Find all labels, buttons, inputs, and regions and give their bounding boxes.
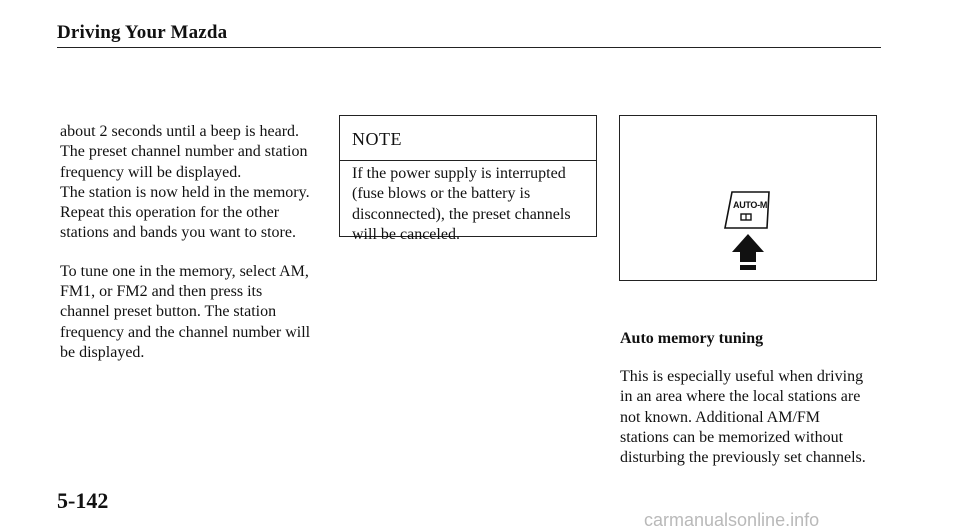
text-line: stations and bands you want to store. bbox=[60, 224, 296, 242]
text-line: in an area where the local stations are bbox=[620, 388, 861, 406]
text-line: To tune one in the memory, select AM, bbox=[60, 262, 309, 280]
left-paragraph-2: To tune one in the memory, select AM, FM… bbox=[60, 262, 330, 363]
header-rule bbox=[57, 47, 881, 48]
figure-caption: Auto memory tuning bbox=[620, 330, 764, 347]
left-paragraph-1: about 2 seconds until a beep is heard. T… bbox=[60, 122, 330, 244]
text-line: not known. Additional AM/FM bbox=[620, 408, 821, 426]
text-line: disturbing the previously set channels. bbox=[620, 449, 866, 467]
text-line: This is especially useful when driving bbox=[620, 368, 864, 385]
watermark: carmanualsonline.info bbox=[644, 510, 820, 530]
right-paragraph: This is especially useful when driving i… bbox=[620, 367, 890, 468]
text-line: will be canceled. bbox=[352, 225, 460, 243]
text-line: disconnected), the preset channels bbox=[352, 205, 571, 223]
note-title: NOTE bbox=[352, 129, 402, 149]
text-line: stations can be memorized without bbox=[620, 428, 844, 446]
page-header: Driving Your Mazda bbox=[57, 22, 228, 43]
text-line: (fuse blows or the battery is bbox=[352, 185, 531, 203]
left-column: about 2 seconds until a beep is heard. T… bbox=[60, 122, 330, 363]
note-divider bbox=[340, 160, 596, 161]
text-line: FM1, or FM2 and then press its bbox=[60, 283, 263, 301]
auto-m-label: AUTO-M bbox=[733, 200, 768, 210]
note-box: NOTE If the power supply is interrupted … bbox=[339, 115, 597, 243]
text-line: channel preset button. The station bbox=[60, 303, 277, 321]
page-number: 5-142 bbox=[57, 488, 109, 513]
text-line: be displayed. bbox=[60, 343, 145, 361]
text-line: about 2 seconds until a beep is heard. bbox=[60, 123, 300, 140]
auto-memory-figure: AUTO-M bbox=[619, 115, 877, 281]
text-line: frequency and the channel number will bbox=[60, 323, 311, 341]
auto-memory-button-with-arrow-icon: AUTO-M bbox=[723, 190, 773, 274]
text-line: The station is now held in the memory. bbox=[60, 183, 310, 201]
note-text: If the power supply is interrupted (fuse… bbox=[352, 164, 592, 245]
text-line: frequency will be displayed. bbox=[60, 163, 242, 181]
right-column: This is especially useful when driving i… bbox=[620, 367, 890, 468]
auto-m-button-icon bbox=[724, 191, 770, 270]
text-line: The preset channel number and station bbox=[60, 143, 308, 161]
text-line: If the power supply is interrupted bbox=[352, 165, 566, 182]
text-line: Repeat this operation for the other bbox=[60, 204, 280, 222]
